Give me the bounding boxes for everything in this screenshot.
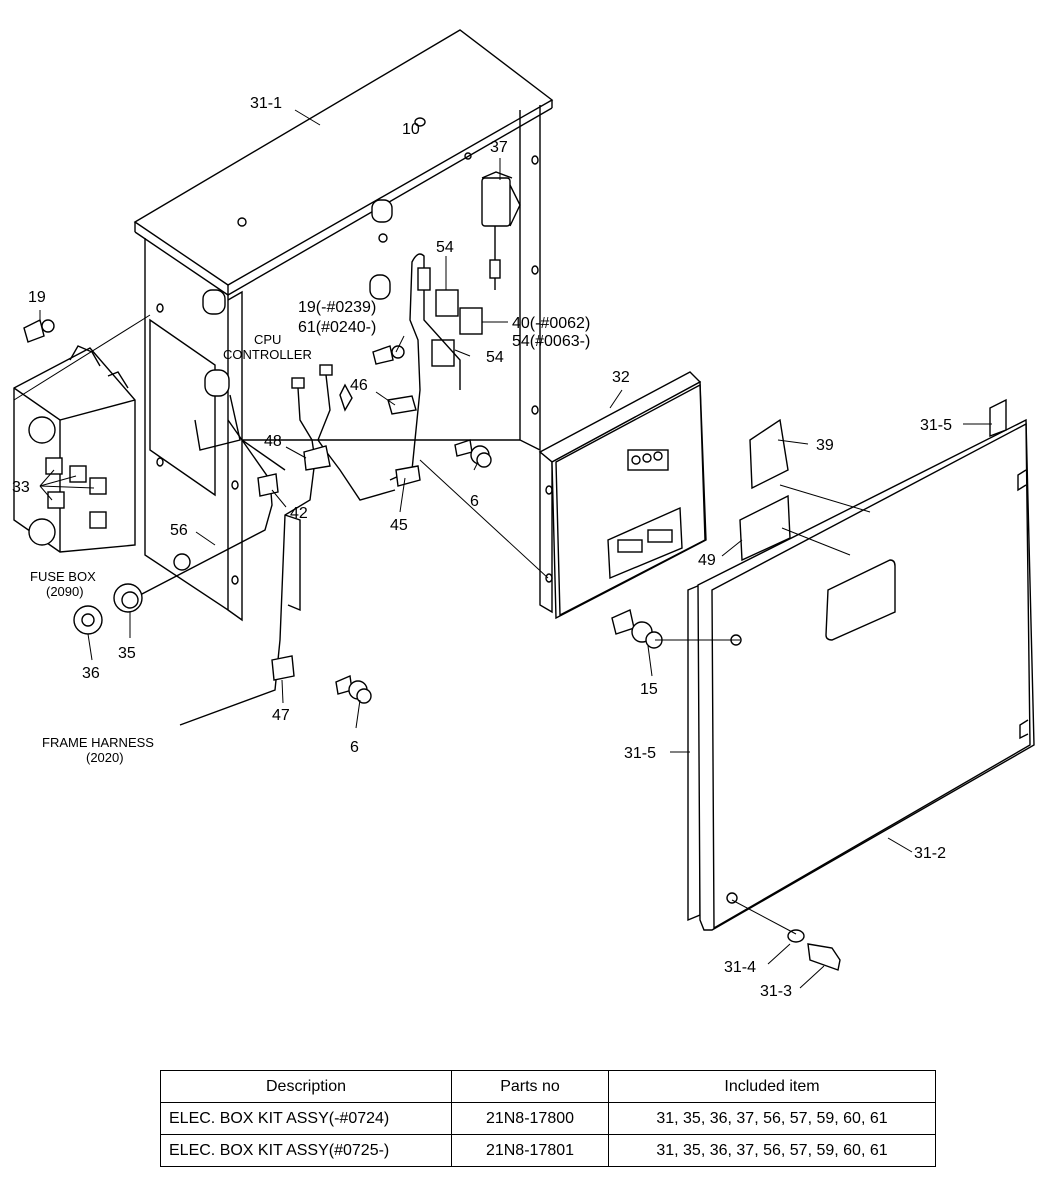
callout-35: 35 [118,645,136,662]
table-header-row: Description Parts no Included item [160,1070,936,1103]
parts-table: Description Parts no Included item ELEC.… [160,1070,936,1167]
callout-6-top: 6 [470,493,479,510]
callout-33: 33 [12,479,30,496]
callout-10: 10 [402,121,420,138]
note-frame-harness: FRAME HARNESS [42,735,154,750]
callout-labels: 31-1 10 37 54 54 19 19(-#0239) 61(#0240-… [12,95,952,1000]
callout-31-4: 31-4 [724,959,756,976]
table-row: ELEC. BOX KIT ASSY(#0725-) 21N8-17801 31… [160,1134,936,1167]
callout-54-top: 54 [436,239,454,256]
callout-39: 39 [816,437,834,454]
callout-54-range: 54(#0063-) [512,333,590,350]
callout-31-5-top: 31-5 [920,417,952,434]
callout-48: 48 [264,433,282,450]
cpu-controller [538,371,707,620]
callout-31-5-left: 31-5 [624,745,656,762]
callout-19-range: 19(-#0239) [298,299,376,316]
cell-included-item: 31, 35, 36, 37, 56, 57, 59, 60, 61 [608,1102,936,1135]
callout-42: 42 [290,505,308,522]
callout-49: 49 [698,552,716,569]
callout-61-range: 61(#0240-) [298,319,376,336]
column-header-included-item: Included item [608,1070,936,1103]
cable-clamps [257,395,421,681]
cover-panel [687,398,1035,931]
switch-and-washer [73,583,143,635]
cell-description: ELEC. BOX KIT ASSY(-#0724) [160,1102,452,1135]
callout-6-bottom: 6 [350,739,359,756]
callout-19: 19 [28,289,46,306]
relay-group [389,171,521,481]
note-fuse-box-code: (2090) [46,584,84,599]
callout-46: 46 [350,377,368,394]
bolts [23,318,841,971]
cell-included-item: 31, 35, 36, 37, 56, 57, 59, 60, 61 [608,1134,936,1167]
leader-lines [39,109,992,989]
callout-31-2: 31-2 [914,845,946,862]
note-fuse-box: FUSE BOX [30,569,96,584]
column-header-description: Description [160,1070,452,1103]
callout-40-range: 40(-#0062) [512,315,590,332]
electrical-box-housing [133,29,554,622]
callout-56: 56 [170,522,188,539]
note-controller: CONTROLLER [223,347,312,362]
callout-45: 45 [390,517,408,534]
cell-parts-no: 21N8-17801 [451,1134,609,1167]
note-cpu: CPU [254,332,281,347]
cell-parts-no: 21N8-17800 [451,1102,609,1135]
cell-description: ELEC. BOX KIT ASSY(#0725-) [160,1134,452,1167]
callout-36: 36 [82,665,100,682]
callout-37: 37 [490,139,508,156]
cpu-wire-harness [139,364,396,726]
table-row: ELEC. BOX KIT ASSY(-#0724) 21N8-17800 31… [160,1102,936,1135]
column-header-parts-no: Parts no [451,1070,609,1103]
callout-32: 32 [612,369,630,386]
callout-15: 15 [640,681,658,698]
callout-31-1: 31-1 [250,95,282,112]
callout-31-3: 31-3 [760,983,792,1000]
callout-54-bottom: 54 [486,349,504,366]
callout-47: 47 [272,707,290,724]
fuse-box [13,314,151,553]
note-frame-harness-code: (2020) [86,750,124,765]
